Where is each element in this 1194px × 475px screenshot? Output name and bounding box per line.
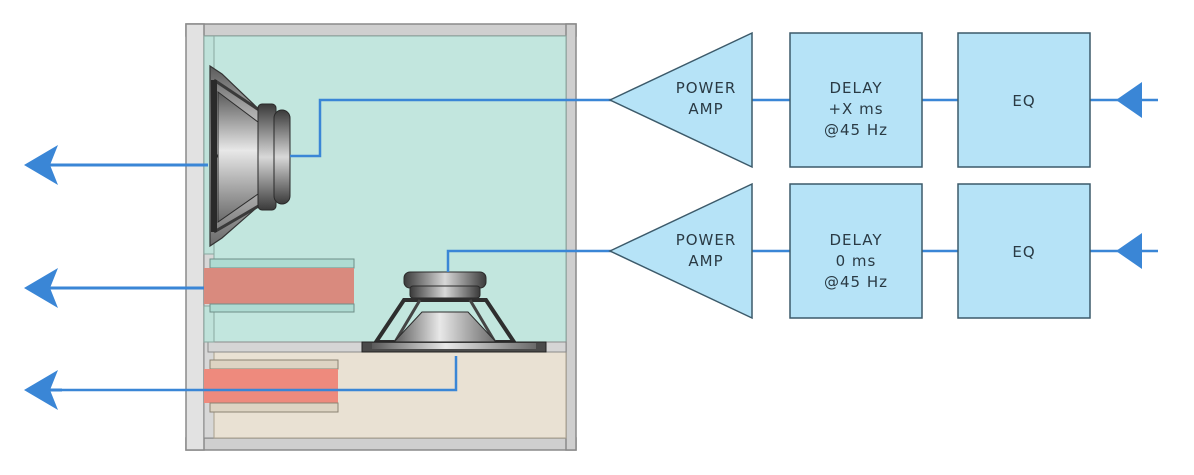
delay-top-line2: +X ms [828,100,883,118]
output-arrows [50,163,208,392]
delay-top-line3: @45 Hz [824,121,888,139]
port-lower-channel [204,369,338,403]
signal-wiring [62,98,1158,392]
front-driver [209,64,291,248]
eq-top-label: EQ [1012,92,1035,110]
port-upper-flange-bottom [209,303,355,313]
delay-top-line1: DELAY [830,79,883,97]
cabinet-top-wall [185,23,577,37]
bottom-driver [361,271,547,353]
power-amp-top-line2: AMP [688,100,723,118]
port-lower-flange-bottom [209,402,339,413]
delay-block-top [789,32,923,168]
chain-bottom: POWER AMP DELAY 0 ms @45 Hz EQ [608,182,1091,320]
cabinet-right-wall [565,23,577,451]
power-amp-bottom [608,182,753,320]
delay-block-bottom [789,183,923,319]
delay-bottom-line1: DELAY [830,231,883,249]
input-arrow-top-icon [1116,82,1142,118]
cabinet-left-wall [185,23,205,451]
wire-bottom-amp-to-driver [446,249,612,272]
wire-lower-output [62,356,458,392]
cabinet-bottom-wall [185,437,577,451]
port-upper-channel [204,268,354,304]
eq-bottom-label: EQ [1012,243,1035,261]
baffle-opening-middle [203,305,215,343]
chain-top: POWER AMP DELAY +X ms @45 Hz EQ [608,31,1091,169]
delay-bottom-line3: @45 Hz [824,273,888,291]
output-arrow-middle-icon [24,268,58,308]
power-amp-top [608,31,753,169]
power-amp-top-line1: POWER [676,79,737,97]
delay-bottom-line2: 0 ms [836,252,877,270]
eq-block-top [957,32,1091,168]
power-amp-bottom-line2: AMP [688,252,723,270]
eq-block-bottom [957,183,1091,319]
wire-top-amp-to-driver [290,98,612,158]
cabinet [185,23,577,451]
port-lower-flange-top [209,359,339,370]
input-arrow-bottom-icon [1116,233,1142,269]
port-upper-flange-top [209,258,355,269]
output-arrow-bottom-icon [24,370,58,410]
power-amp-bottom-line1: POWER [676,231,737,249]
output-arrow-top-icon [24,145,58,185]
